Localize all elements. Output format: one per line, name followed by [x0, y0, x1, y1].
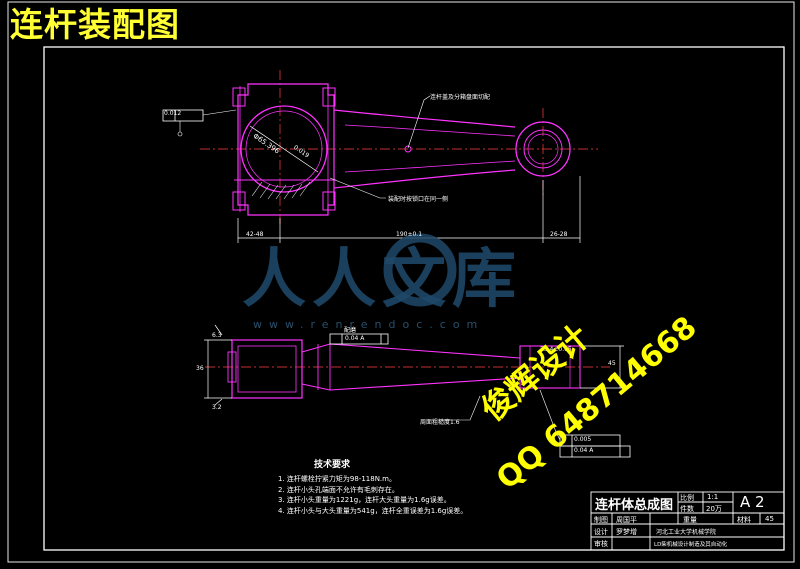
side-view [204, 324, 631, 458]
title-block-school: 河北工业大学机械学院 [656, 529, 717, 536]
bearing-note-leader [329, 177, 386, 199]
dim-right-label: 26-28 [550, 231, 568, 238]
title-block-weight-label: 重量 [683, 516, 697, 524]
title-block-checker-value: 罗梦增 [616, 528, 637, 536]
side-frame-b1-label: 0.005 [574, 436, 592, 443]
title-block-ratio-value: 1:1 [707, 493, 719, 501]
side-frame-b2 [559, 445, 631, 458]
watermark-brand: 人人文库 [242, 243, 522, 317]
shank-bottom-edge [333, 169, 516, 189]
side-note-bottom-label: 周面粗糙度1.6 [420, 419, 460, 426]
tolerance-frame-top [162, 109, 204, 122]
side-big-end-inner [237, 345, 297, 393]
bearing-note-label: 装配时按锁口在同一侧 [388, 196, 449, 203]
title-block-approver-label: 审核 [594, 540, 608, 548]
tech-requirement-item: 4. 连杆小头与大头重量为541g，连杆全重误差为1.6g误差。 [278, 506, 468, 515]
tech-requirement-item: 3. 连杆小头重量为1221g，连杆大头重量为1.6g误差。 [278, 496, 451, 504]
tech-requirements-title: 技术要求 [314, 460, 351, 470]
side-shank-top [301, 343, 521, 359]
dim-left-label: 42-48 [246, 231, 264, 238]
bolt-bottom-right [322, 191, 336, 211]
side-frame-a-label: 0.04 A [345, 335, 365, 342]
bolt-top-right [322, 87, 336, 107]
title-block-material-label: 材料 [737, 516, 751, 524]
title-block-count-label: 件数 [680, 505, 694, 513]
title-block-name: 连杆体总成图 [595, 498, 674, 513]
side-note-top-label: 配磨 [344, 327, 357, 334]
big-end-bearing [245, 110, 323, 188]
side-frame-b2-label: 0.04 A [574, 447, 594, 454]
side-roughness2-label: 3.2 [212, 404, 222, 411]
small-end-bore [523, 129, 563, 169]
side-left-dim-label: 36 [196, 365, 204, 372]
title-block-grid [590, 491, 785, 551]
side-right-dim-label: 45 [608, 360, 616, 367]
side-bolt-head [227, 351, 237, 383]
shank-top-edge [333, 109, 516, 128]
tolerance-top-label: 0.012 [164, 110, 182, 117]
shank-rib-top [344, 124, 516, 137]
drawing-caption: 连杆装配图 [10, 5, 180, 44]
title-block-material-value: 45 [765, 515, 774, 523]
side-dimensions [204, 324, 624, 406]
bore-diameter-leader [249, 125, 319, 173]
side-big-end [231, 339, 303, 399]
title-block-subject: LD柴机械设计制造及其自动化 [654, 542, 728, 548]
bolt-note-leader [407, 95, 431, 149]
title-block-checker-label: 设计 [594, 528, 608, 536]
big-end-bore [240, 105, 328, 193]
side-roughness-label: 6.3 [212, 332, 222, 339]
side-frame-a [329, 333, 389, 345]
big-end-body [237, 83, 335, 216]
datum-mark [177, 131, 183, 137]
small-end-outer [515, 121, 571, 177]
oil-hole [404, 145, 412, 153]
watermark-logo-ring [383, 233, 457, 307]
front-view [162, 70, 598, 243]
tech-requirements: 技术要求 1. 连杆螺栓拧紧力矩为98-118N.m。 2. 连杆小头孔端面不允… [278, 460, 468, 516]
title-block-sheet: A 2 [740, 493, 765, 511]
title-block-designer-label: 制图 [594, 516, 608, 524]
bolt-bottom-left [232, 191, 246, 211]
tech-requirement-item: 1. 连杆螺栓拧紧力矩为98-118N.m。 [278, 475, 396, 483]
cap-hatch [251, 181, 311, 200]
small-end-bushing [527, 133, 559, 165]
title-block-ratio-label: 比例 [680, 494, 694, 502]
side-shank-bottom [301, 377, 521, 391]
dim-center-label: 190±0.1 [396, 231, 423, 238]
side-small-dim-label: 25.4±0.05 [540, 346, 572, 353]
title-block-count-value: 20万 [706, 505, 722, 513]
shank-rib-bottom [344, 160, 516, 173]
bolt-top-left [232, 87, 246, 107]
tech-requirement-item: 2. 连杆小头孔端面不允许有毛刺存在。 [278, 485, 399, 494]
side-small-end [519, 345, 581, 389]
watermark-url: www.renrendoc.com [253, 318, 485, 331]
title-block-designer-value: 周国平 [616, 516, 637, 524]
outer-border [7, 1, 795, 563]
inner-border [43, 46, 785, 551]
bolt-note-label: 连杆盖及分箱盘面切配 [430, 94, 491, 101]
